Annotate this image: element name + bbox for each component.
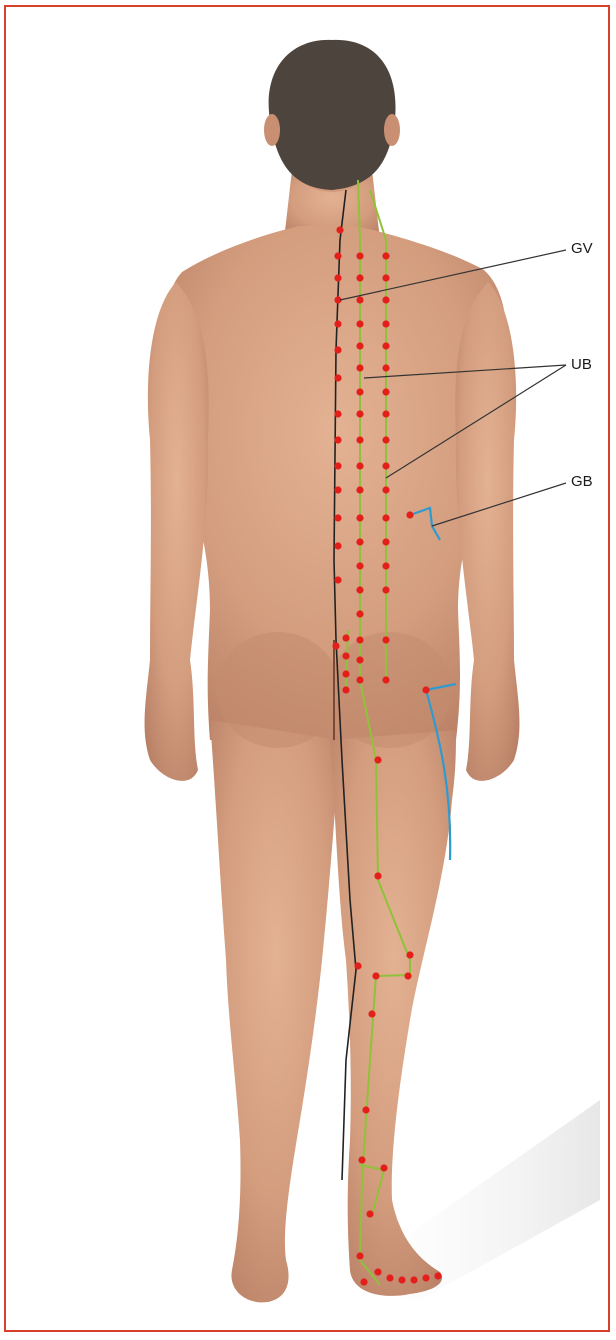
ub-label: UB <box>571 356 592 373</box>
head <box>264 40 400 192</box>
gv-label: GV <box>571 240 593 257</box>
torso <box>145 170 520 1302</box>
gb-label: GB <box>571 473 593 490</box>
